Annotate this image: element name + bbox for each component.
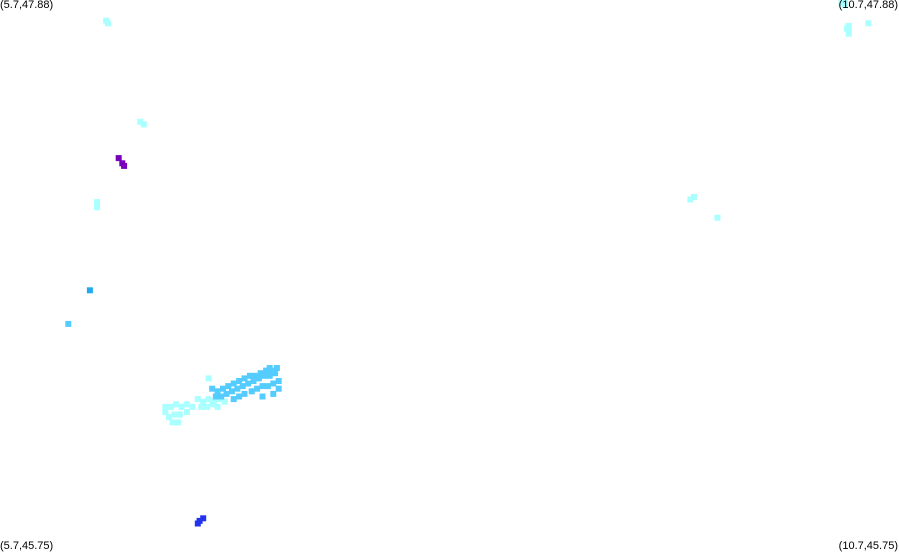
map-point-23: [169, 419, 176, 426]
map-point-50: [212, 393, 219, 400]
map-point-3: [140, 121, 147, 128]
map-point-68: [264, 383, 271, 390]
map-point-51: [218, 393, 225, 400]
corner-label-bottom-left: (5.7,45.75): [0, 540, 54, 552]
map-point-42: [230, 380, 237, 387]
map-point-70: [275, 378, 282, 384]
points-layer: [65, 0, 872, 527]
map-point-1: [104, 20, 111, 27]
map-point-75: [273, 365, 280, 371]
map-point-52: [223, 390, 230, 397]
map-point-14: [162, 409, 169, 416]
map-point-71: [275, 385, 282, 392]
map-point-35: [209, 401, 216, 408]
map-point-8: [94, 204, 101, 211]
map-point-41: [225, 383, 232, 390]
map-point-78: [714, 214, 721, 221]
map-point-66: [254, 385, 261, 392]
map-point-7: [94, 199, 101, 206]
map-point-69: [270, 380, 277, 387]
map-point-6: [121, 162, 128, 169]
map-point-48: [263, 367, 270, 374]
map-point-65: [248, 388, 255, 395]
map-point-62: [230, 396, 237, 403]
map-point-29: [205, 396, 212, 403]
map-point-72: [270, 390, 277, 397]
map-point-9: [86, 287, 93, 294]
map-point-43: [236, 378, 243, 384]
map-point-73: [259, 393, 266, 400]
map-point-45: [246, 372, 253, 379]
map-point-61: [272, 370, 279, 377]
map-point-21: [171, 411, 178, 418]
map-point-10: [65, 320, 72, 327]
map-point-17: [178, 403, 185, 410]
map-point-56: [245, 380, 252, 387]
map-point-53: [228, 388, 235, 395]
map-point-77: [691, 194, 697, 200]
corner-label-top-right: (10.7,47.88): [838, 0, 898, 11]
map-point-54: [234, 385, 241, 392]
map-point-81: [842, 2, 849, 9]
map-point-58: [255, 375, 262, 382]
map-point-18: [184, 401, 190, 408]
map-point-63: [236, 393, 243, 400]
map-point-36: [214, 403, 221, 410]
map-point-13: [200, 515, 207, 522]
map-point-2: [137, 118, 144, 125]
map-point-67: [259, 383, 266, 390]
map-point-86: [865, 20, 872, 27]
map-point-74: [266, 365, 273, 371]
map-point-57: [250, 378, 257, 384]
map-point-59: [261, 372, 268, 379]
map-point-39: [214, 388, 221, 395]
map-point-55: [239, 383, 246, 390]
map-point-40: [220, 385, 226, 392]
map-point-79: [838, 0, 845, 6]
map-point-32: [221, 398, 228, 405]
map-point-60: [266, 372, 273, 379]
corner-label-top-left: (5.7,47.88): [0, 0, 54, 11]
map-point-37: [205, 375, 212, 382]
map-point-46: [252, 372, 259, 379]
map-point-27: [194, 396, 201, 403]
map-point-28: [200, 398, 207, 405]
map-point-19: [189, 403, 196, 410]
map-point-34: [203, 403, 210, 410]
map-point-4: [115, 155, 122, 162]
map-point-38: [209, 385, 216, 392]
map-point-85: [845, 30, 852, 37]
corner-label-bottom-right: (10.7,45.75): [838, 540, 898, 552]
map-point-16: [173, 401, 180, 408]
map-point-64: [241, 390, 248, 397]
map-point-76: [687, 196, 694, 203]
map-point-15: [167, 403, 174, 410]
map-point-47: [257, 370, 264, 377]
map-point-22: [176, 411, 183, 418]
map-point-33: [198, 403, 205, 410]
map-point-26: [184, 409, 190, 416]
map-point-20: [166, 414, 172, 421]
map-point-25: [162, 403, 169, 410]
map-point-44: [241, 375, 248, 382]
map-point-12: [196, 517, 203, 524]
map-point-24: [175, 419, 181, 426]
